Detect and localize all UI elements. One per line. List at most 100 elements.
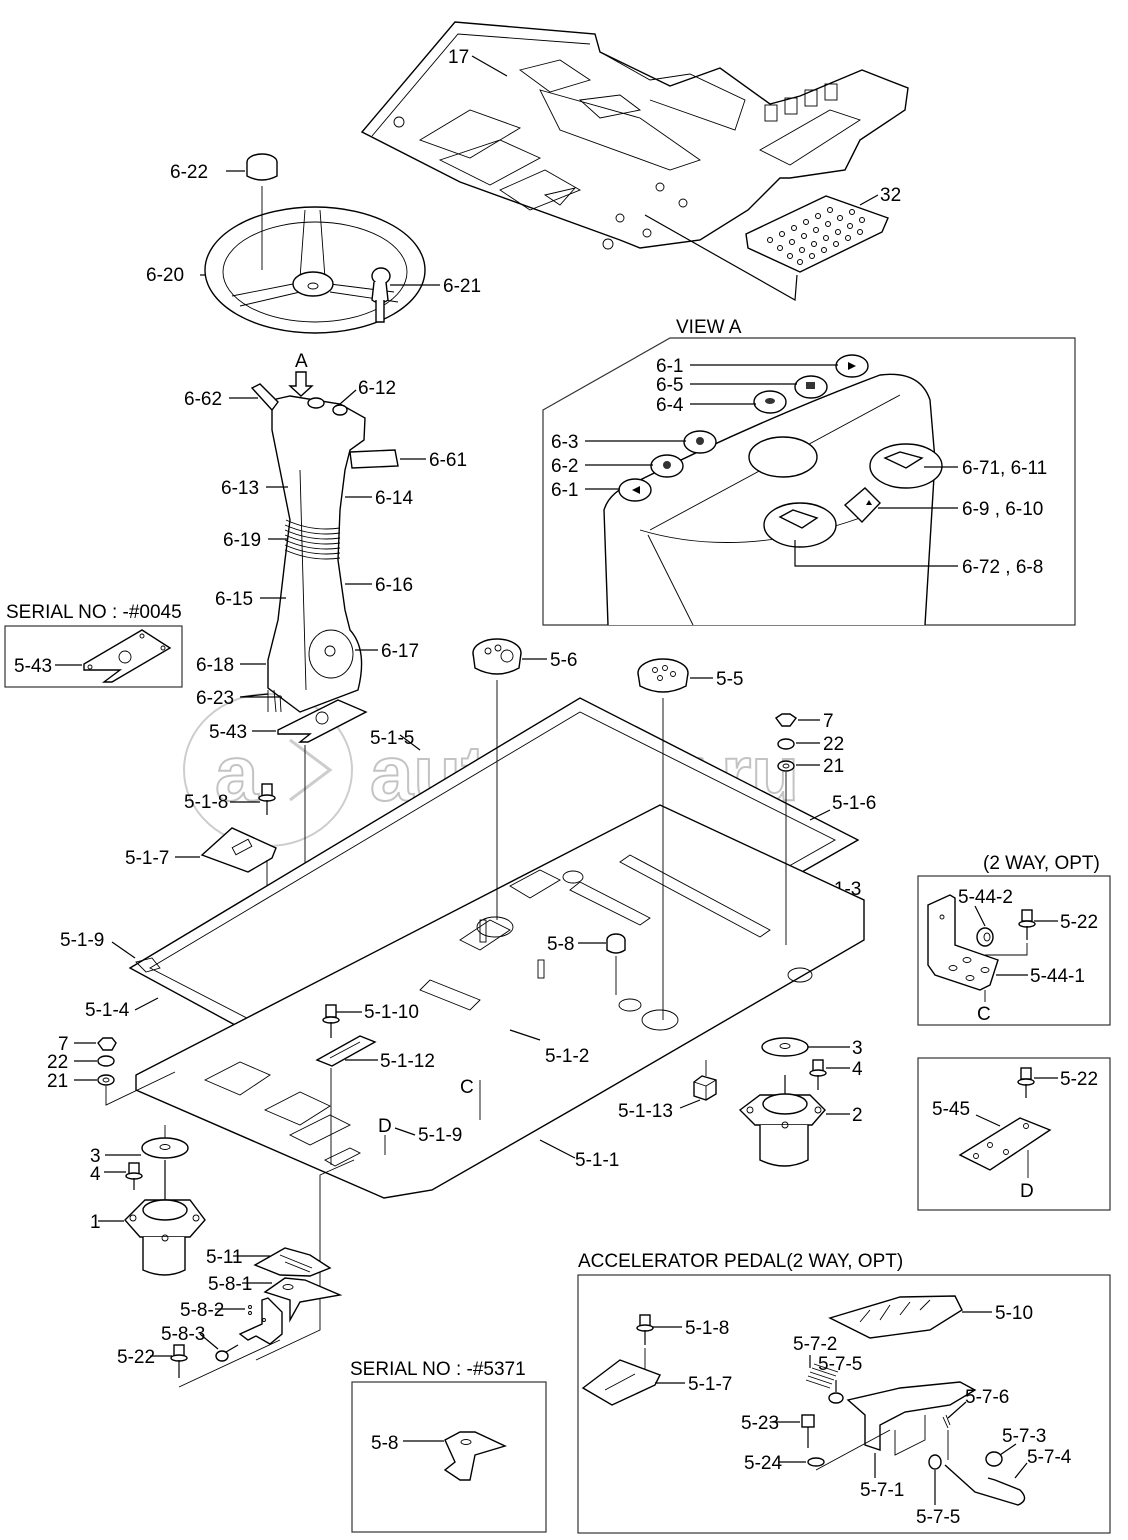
label-1: 1 bbox=[90, 1212, 101, 1233]
label-d-inset: D bbox=[1020, 1181, 1034, 1202]
watermark-logo: a bbox=[215, 729, 259, 817]
serial-0045-frame bbox=[4, 625, 183, 688]
steering-column bbox=[250, 383, 399, 713]
label-c: C bbox=[460, 1077, 474, 1098]
view-a-button-6-1-bottom bbox=[618, 478, 652, 502]
label-22-right: 22 bbox=[823, 734, 844, 755]
label-22-left: 22 bbox=[47, 1052, 68, 1073]
view-a-label-6-1-top: 6-1 bbox=[656, 356, 683, 377]
label-6-13: 6-13 bbox=[221, 478, 259, 499]
two-way-d-frame bbox=[917, 1057, 1111, 1211]
label-5-1-9-top: 5-1-9 bbox=[60, 930, 104, 951]
pedal-bracket-5-8-1 bbox=[263, 1277, 343, 1323]
label-4-right: 4 bbox=[852, 1059, 863, 1080]
view-a-button-6-4 bbox=[753, 390, 787, 414]
plate-5-1-7 bbox=[200, 827, 277, 873]
label-5-8-2: 5-8-2 bbox=[180, 1300, 224, 1321]
arrow-a-icon bbox=[288, 371, 314, 397]
label-6-62: 6-62 bbox=[184, 389, 222, 410]
label-6-16: 6-16 bbox=[375, 575, 413, 596]
roller-5-7-3 bbox=[985, 1451, 1003, 1467]
grommet-5-5 bbox=[637, 658, 689, 693]
bolt-5-1-10 bbox=[322, 1004, 340, 1038]
pedal-label-5-7-2: 5-7-2 bbox=[793, 1334, 837, 1355]
bracket-5-8-serial-5371 bbox=[443, 1431, 507, 1481]
nut-washers-left bbox=[97, 1037, 117, 1086]
spring-5-7-2 bbox=[805, 1363, 839, 1389]
label-5-45: 5-45 bbox=[932, 1099, 970, 1120]
pedal-bolt-5-1-8 bbox=[636, 1314, 654, 1380]
label-3-left: 3 bbox=[90, 1146, 101, 1167]
label-6-15: 6-15 bbox=[215, 589, 253, 610]
label-5-1-2: 5-1-2 bbox=[545, 1046, 589, 1067]
bolt-4-left bbox=[125, 1162, 143, 1190]
label-5-22-main: 5-22 bbox=[117, 1347, 155, 1368]
washer-5-7-5-top bbox=[828, 1392, 844, 1404]
view-a-button-6-1-top bbox=[835, 354, 869, 378]
pedal-label-5-7-6: 5-7-6 bbox=[965, 1387, 1009, 1408]
bracket-5-44-1 bbox=[927, 894, 999, 991]
washer-3-right bbox=[761, 1037, 809, 1057]
pedal-label-5-7-1: 5-7-1 bbox=[860, 1480, 904, 1501]
pedal-pad-5-11 bbox=[253, 1247, 332, 1277]
label-6-20: 6-20 bbox=[146, 265, 184, 286]
label-5-43-inset: 5-43 bbox=[14, 656, 52, 677]
label-3-right: 3 bbox=[852, 1038, 863, 1059]
label-c-inset: C bbox=[977, 1004, 991, 1025]
label-5-1-4: 5-1-4 bbox=[85, 1000, 130, 1021]
serial-5371-frame bbox=[351, 1381, 547, 1533]
label-5-8: 5-8 bbox=[547, 934, 574, 955]
label-5-1-13: 5-1-13 bbox=[618, 1101, 673, 1122]
label-6-18: 6-18 bbox=[196, 655, 234, 676]
label-17: 17 bbox=[448, 47, 469, 68]
label-5-1-12: 5-1-12 bbox=[380, 1051, 435, 1072]
label-6-19: 6-19 bbox=[223, 530, 261, 551]
view-a-frame bbox=[542, 337, 1076, 626]
label-5-1-5: 5-1-5 bbox=[370, 728, 414, 749]
watermark-chevron-icon bbox=[289, 738, 333, 802]
bolt-5-23 bbox=[801, 1414, 815, 1448]
two-way-opt-title: (2 WAY, OPT) bbox=[983, 853, 1100, 874]
floor-plate-5-1-1 bbox=[135, 804, 865, 1199]
view-a-button-6-2 bbox=[650, 454, 684, 478]
view-a-label-6-71-6-11: 6-71, 6-11 bbox=[962, 458, 1047, 479]
label-6-61: 6-61 bbox=[429, 450, 467, 471]
view-a-button-6-3 bbox=[683, 430, 717, 454]
label-6-23: 6-23 bbox=[196, 688, 234, 709]
view-a-label-6-2: 6-2 bbox=[551, 456, 578, 477]
bolt-5-22-d bbox=[1017, 1067, 1035, 1098]
label-5-6: 5-6 bbox=[550, 650, 577, 671]
label-5-1-6: 5-1-6 bbox=[832, 793, 876, 814]
washer-5-7-5-bottom bbox=[928, 1454, 942, 1470]
pedal-label-5-7-3: 5-7-3 bbox=[1002, 1426, 1046, 1447]
serial-5371-label-5-8: 5-8 bbox=[371, 1433, 398, 1454]
steering-wheel-6-20 bbox=[204, 206, 426, 334]
label-5-11: 5-11 bbox=[206, 1247, 243, 1268]
l-bracket-5-8-2 bbox=[238, 1297, 283, 1345]
bolt-5-22-c bbox=[1018, 909, 1036, 940]
grommet-5-8 bbox=[606, 933, 626, 954]
grating-32 bbox=[745, 195, 889, 273]
view-a-title: VIEW A bbox=[676, 317, 742, 338]
plate-5-45 bbox=[958, 1117, 1052, 1171]
label-5-1-10: 5-1-10 bbox=[364, 1002, 419, 1023]
label-a: A bbox=[295, 351, 308, 372]
label-5-22-c: 5-22 bbox=[1060, 912, 1098, 933]
label-2: 2 bbox=[852, 1105, 863, 1126]
slot-plate-5-1-12 bbox=[315, 1035, 377, 1067]
label-d: D bbox=[378, 1116, 392, 1137]
washer-5-24 bbox=[807, 1457, 825, 1467]
view-a-rotary-switch-6-72 bbox=[763, 502, 837, 548]
pedal-label-5-7-5-top: 5-7-5 bbox=[818, 1354, 862, 1375]
view-a-label-6-5: 6-5 bbox=[656, 375, 683, 396]
bushing-5-44-2 bbox=[976, 927, 994, 947]
label-4-left: 4 bbox=[90, 1164, 101, 1185]
pedal-plate-5-1-7 bbox=[581, 1359, 661, 1406]
label-6-14: 6-14 bbox=[375, 488, 413, 509]
pedal-label-5-24: 5-24 bbox=[744, 1453, 782, 1474]
two-way-c-frame bbox=[917, 875, 1111, 1026]
label-32: 32 bbox=[880, 185, 901, 206]
label-6-17: 6-17 bbox=[381, 641, 419, 662]
label-5-8-3: 5-8-3 bbox=[161, 1324, 205, 1345]
